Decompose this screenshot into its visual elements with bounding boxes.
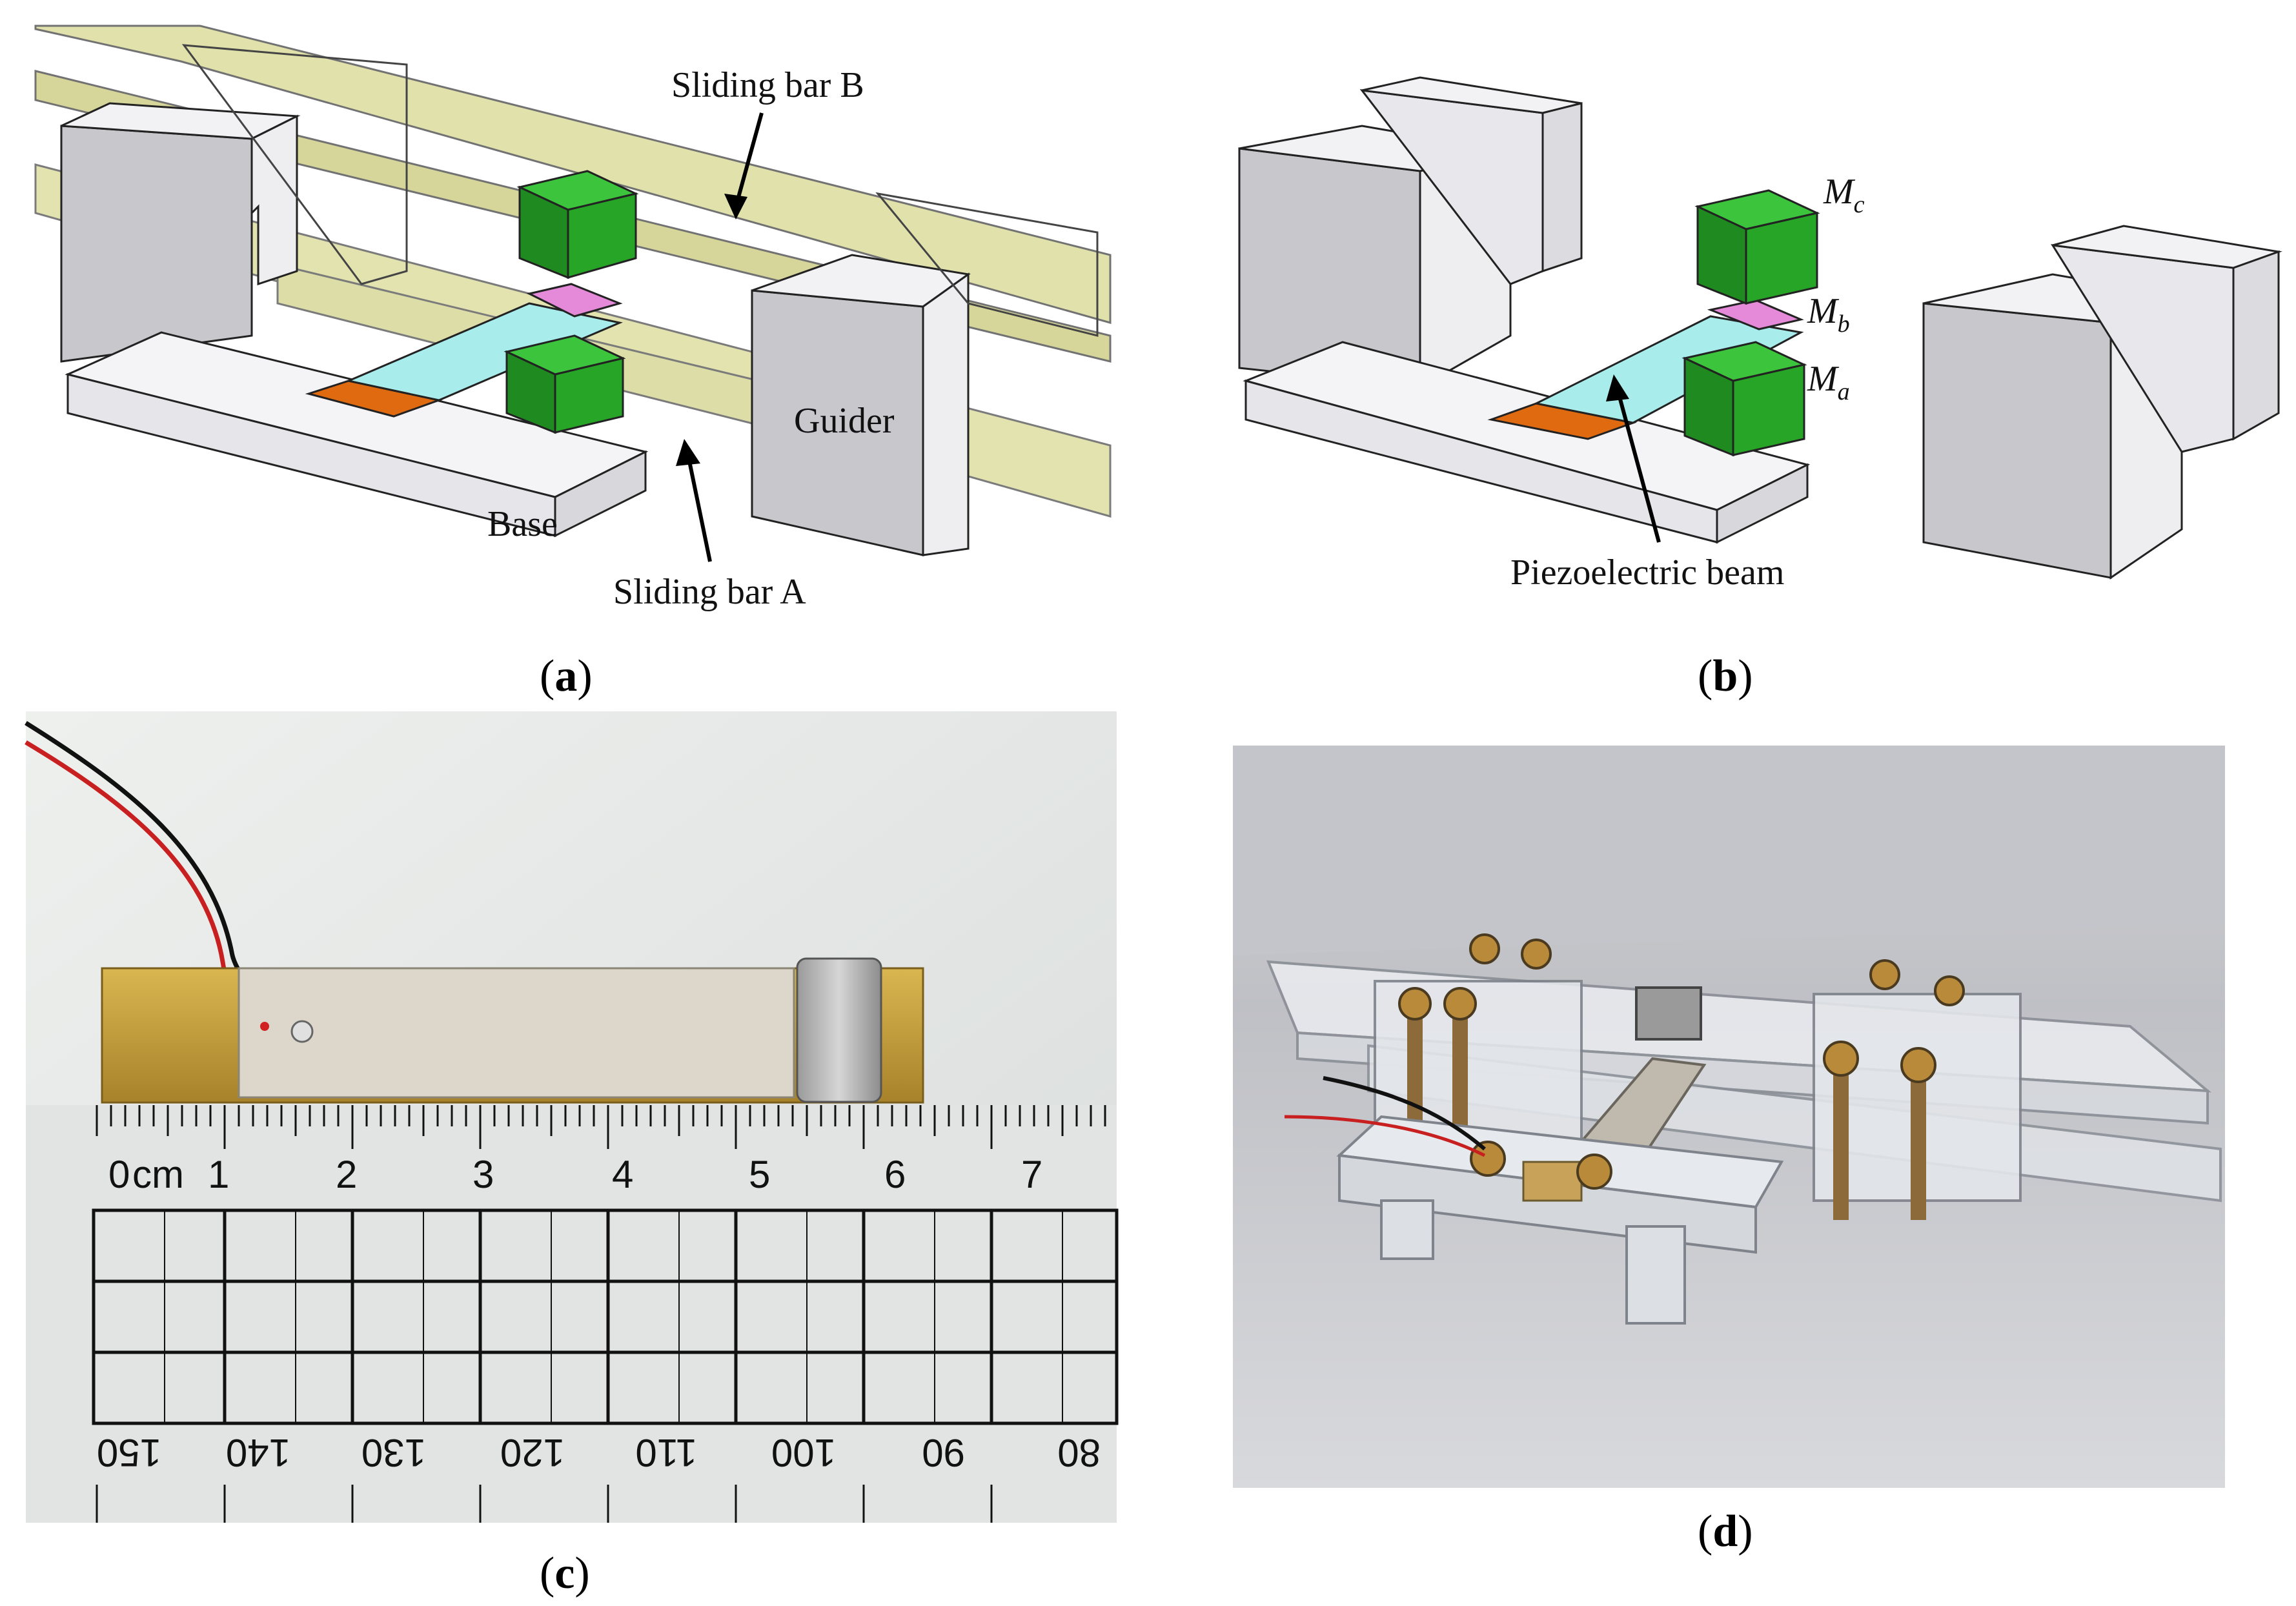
- panel-b-diagram: Mc Mb Ma Piezoelectric beam (b): [1238, 76, 2282, 701]
- svg-text:130: 130: [361, 1431, 426, 1474]
- panel-d-tag: (d): [1698, 1507, 1753, 1556]
- backdrop-shadow: [1233, 746, 2225, 955]
- svg-text:120: 120: [500, 1431, 565, 1474]
- svg-text:100: 100: [771, 1431, 836, 1474]
- arrow-piezo-beam: [1606, 374, 1661, 543]
- piezo-beam: [345, 302, 623, 402]
- svg-text:cm: cm: [132, 1153, 184, 1196]
- svg-text:90: 90: [922, 1431, 965, 1474]
- ruler-bottom-numbers: 150 140 130 120 110 100 90 80: [97, 1431, 1101, 1474]
- svg-text:6: 6: [884, 1153, 906, 1196]
- label-mc: Mc: [1823, 172, 1865, 218]
- guider-left: [60, 44, 408, 363]
- panel-c-tag: (c): [540, 1549, 590, 1598]
- panel-a-tag: (a): [540, 651, 593, 701]
- guider-right: [751, 192, 1099, 556]
- solder-joint: [290, 1020, 314, 1043]
- guider-right-b: [1922, 225, 2282, 580]
- tip-magnet-photo: [796, 957, 882, 1103]
- guider-left-b: [1238, 76, 1583, 389]
- svg-text:140: 140: [226, 1431, 290, 1474]
- svg-text:1: 1: [208, 1153, 229, 1196]
- center-magnet: [1635, 986, 1702, 1041]
- solder-dot-red: [260, 1022, 269, 1031]
- wire-black-d: [1323, 1076, 1486, 1151]
- svg-text:150: 150: [97, 1431, 161, 1474]
- label-ma: Ma: [1807, 359, 1850, 405]
- label-sliding-bar-a: Sliding bar A: [613, 572, 806, 612]
- label-base: Base: [487, 504, 558, 544]
- svg-text:5: 5: [749, 1153, 770, 1196]
- piezo-beam-b: [1533, 315, 1804, 424]
- svg-text:3: 3: [472, 1153, 494, 1196]
- label-piezo-beam: Piezoelectric beam: [1510, 553, 1784, 593]
- ruler-grid: [92, 1208, 1119, 1425]
- tip-magnet-mb: [526, 283, 623, 318]
- piezo-ceramic-layer: [238, 967, 795, 1099]
- base-block: [65, 331, 649, 538]
- mass-mc-b: [1694, 189, 1820, 305]
- mass-ma: [503, 334, 626, 434]
- svg-text:4: 4: [612, 1153, 633, 1196]
- wire-red-d: [1284, 1115, 1486, 1157]
- svg-text:0: 0: [108, 1153, 130, 1196]
- ruler-top-numbers: 0 cm 1 2 3 4 5 6 7: [108, 1153, 1042, 1196]
- mass-ma-b: [1681, 341, 1807, 457]
- ruler-mm-ticks: [96, 1105, 1106, 1149]
- ruler-bottom-ticks: [96, 1485, 993, 1523]
- label-mb: Mb: [1807, 291, 1850, 338]
- panel-c-photo: 0 cm 1 2 3 4 5 6 7: [25, 711, 1119, 1598]
- mass-mc: [516, 170, 639, 280]
- svg-text:80: 80: [1057, 1431, 1101, 1474]
- panel-b-tag: (b): [1698, 651, 1753, 701]
- svg-text:2: 2: [336, 1153, 357, 1196]
- acrylic-block-right: [1813, 959, 2022, 1220]
- svg-text:7: 7: [1021, 1153, 1042, 1196]
- panel-a-diagram: Sliding bar B Guider Base Sliding bar A …: [34, 25, 1112, 701]
- arrow-sliding-bar-a: [676, 439, 712, 562]
- tip-magnet-b: [1707, 299, 1804, 330]
- label-sliding-bar-b: Sliding bar B: [671, 65, 864, 105]
- label-guider: Guider: [794, 401, 895, 441]
- svg-text:110: 110: [635, 1431, 697, 1474]
- arrow-sliding-bar-b: [724, 112, 764, 219]
- panel-d-photo: (d): [1233, 746, 2225, 1556]
